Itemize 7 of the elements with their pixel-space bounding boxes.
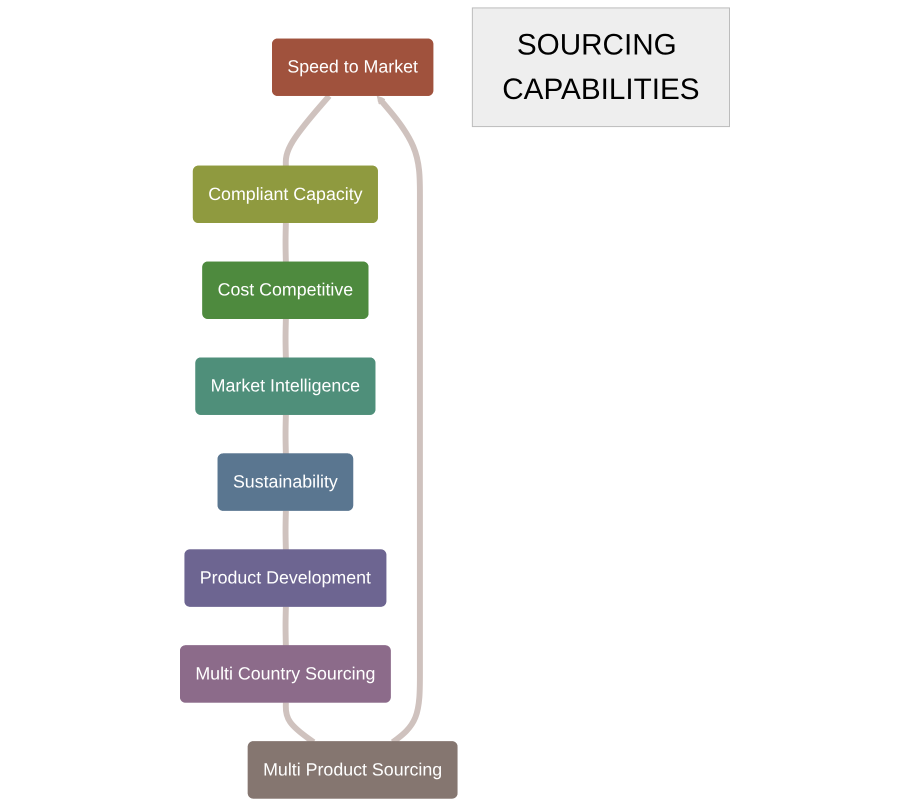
connector [282, 606, 289, 646]
connector [282, 94, 332, 167]
connector [282, 414, 289, 454]
node-box: SOURCING CAPABILITIES [472, 7, 730, 128]
connector [282, 222, 289, 263]
connector [282, 318, 289, 359]
connector [282, 510, 289, 550]
